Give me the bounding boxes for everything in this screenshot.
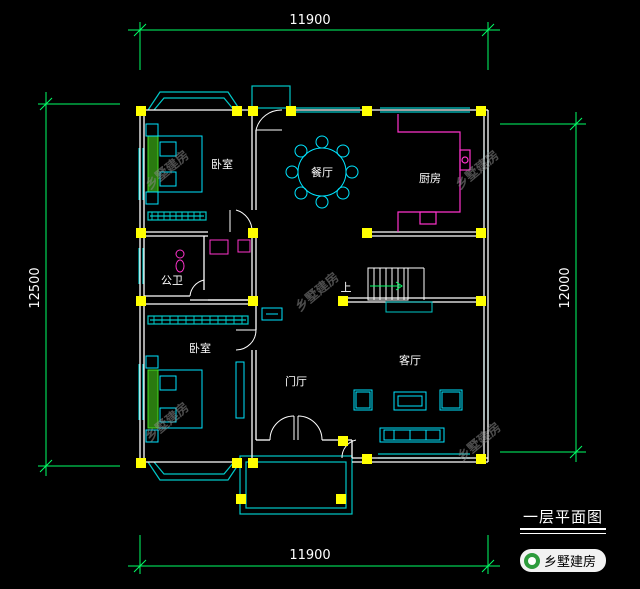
wardrobe-hatching: [151, 212, 243, 324]
brand-pill: 乡墅建房: [520, 549, 607, 572]
bed-lower: [145, 355, 245, 443]
brand-name: 乡墅建房: [544, 555, 597, 570]
brand-logo-icon: [524, 552, 540, 569]
doors: [189, 109, 357, 459]
bed-upper: [145, 123, 203, 205]
title-underline-thin: [520, 533, 606, 534]
wc-fixtures: [175, 239, 251, 273]
stair-up-label: 上: [341, 281, 352, 294]
room-label-kitchen: 厨房: [419, 172, 441, 185]
room-label-bedroom-upper: 卧室: [211, 157, 233, 171]
watermark: 乡墅建房: [292, 269, 342, 315]
kitchen-counter: [397, 114, 471, 232]
room-label-public-wc: 公卫: [161, 274, 183, 287]
dining-table: [285, 135, 359, 209]
stairs: [367, 267, 433, 313]
columns: [136, 106, 486, 504]
room-label-foyer: 门厅: [285, 374, 307, 388]
living-sofa-set: [353, 389, 463, 443]
room-label-bedroom-lower: 卧室: [189, 341, 211, 355]
room-label-living: 客厅: [399, 353, 421, 367]
top-width-dimension: 11900: [289, 13, 330, 28]
drawing-title-text: 一层平面图: [522, 508, 603, 526]
right-height-dimension: 12000: [558, 267, 573, 308]
walls: [139, 109, 489, 463]
brand-badge: 乡墅建房: [520, 549, 607, 572]
title-underline: [520, 528, 606, 530]
left-height-dimension: 12500: [28, 267, 43, 308]
room-label-dining: 餐厅: [311, 165, 333, 179]
drawing-title: 一层平面图: [520, 506, 606, 534]
utility-box: [261, 307, 283, 321]
bottom-width-dimension: 11900: [289, 548, 330, 563]
dimension-lines: [38, 22, 586, 574]
